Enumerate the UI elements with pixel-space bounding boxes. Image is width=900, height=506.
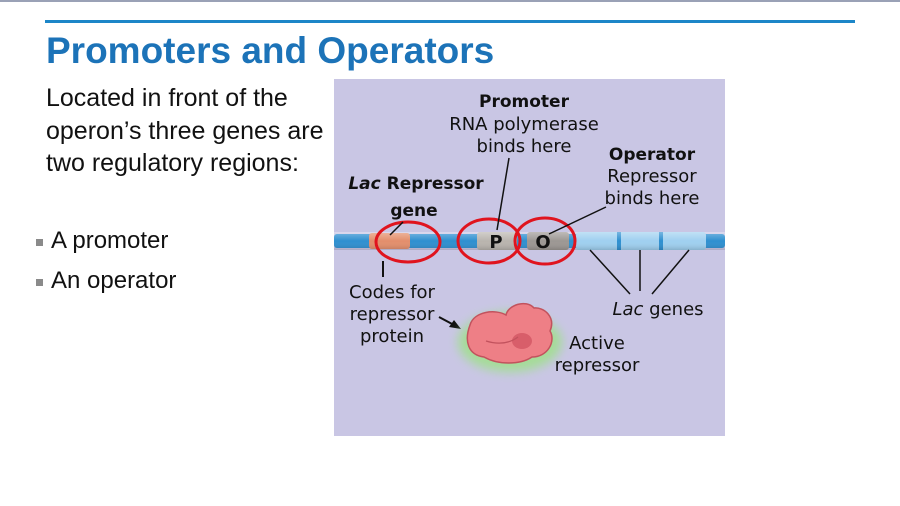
promoter-desc-line2: binds here <box>477 136 572 157</box>
operator-title: Operator <box>609 145 696 165</box>
active-repressor-line2: repressor <box>555 355 640 376</box>
operon-diagram: P O Promoter RNA polymerase binds here O… <box>334 79 725 436</box>
lac-genes-label: Lac genes <box>612 299 703 320</box>
slide-title: Promoters and Operators <box>46 30 495 71</box>
active-repressor-line1: Active <box>569 333 625 354</box>
intro-text: Located in front of the operon’s three g… <box>46 84 324 177</box>
protein-pocket <box>512 333 532 349</box>
diagram-panel <box>334 79 725 436</box>
repressor-gene-highlight <box>374 220 442 264</box>
dna-shading <box>334 232 725 250</box>
protein-arrowhead <box>449 320 461 329</box>
bullet-item: A promoter <box>36 221 176 261</box>
codes-for-line2: repressor <box>350 304 435 325</box>
bullet-item: An operator <box>36 261 176 301</box>
lac-genes-pointer <box>589 249 631 295</box>
promoter-pointer <box>496 157 510 231</box>
repressor-gene-pointer <box>389 221 404 236</box>
codes-for-line3: protein <box>360 326 424 347</box>
operator-highlight <box>513 216 577 266</box>
operon-diagram-svg: P O Promoter RNA polymerase binds here O… <box>334 79 725 436</box>
square-bullet-icon <box>36 238 43 246</box>
promoter-desc-line1: RNA polymerase <box>449 114 599 135</box>
repressor-gene-title: Lac Repressor <box>348 174 484 194</box>
codes-for-line1: Codes for <box>349 282 436 303</box>
bullet-label: An operator <box>51 267 177 294</box>
lac-genes-word: genes <box>643 299 703 320</box>
operator-desc-line1: Repressor <box>607 166 697 187</box>
active-repressor-protein <box>458 302 562 372</box>
top-border <box>0 0 900 2</box>
operator-pointer <box>548 206 607 235</box>
repressor-word: Repressor <box>381 174 485 194</box>
gene-word: gene <box>390 201 437 221</box>
bullet-list: A promoter An operator <box>36 221 176 301</box>
protein-body <box>466 302 553 364</box>
promoter-highlight <box>456 217 522 265</box>
lac-genes-pointer <box>651 249 690 295</box>
bullet-label: A promoter <box>51 227 169 254</box>
lac-italic: Lac <box>348 174 380 194</box>
square-bullet-icon <box>36 278 43 286</box>
promoter-title: Promoter <box>479 92 570 112</box>
operator-desc-line2: binds here <box>605 188 700 209</box>
promoter-letter: P <box>489 232 502 253</box>
title-rule <box>45 20 855 23</box>
lac-genes-italic: Lac <box>612 299 643 320</box>
protein-fold <box>485 336 519 344</box>
operator-letter: O <box>535 232 550 253</box>
